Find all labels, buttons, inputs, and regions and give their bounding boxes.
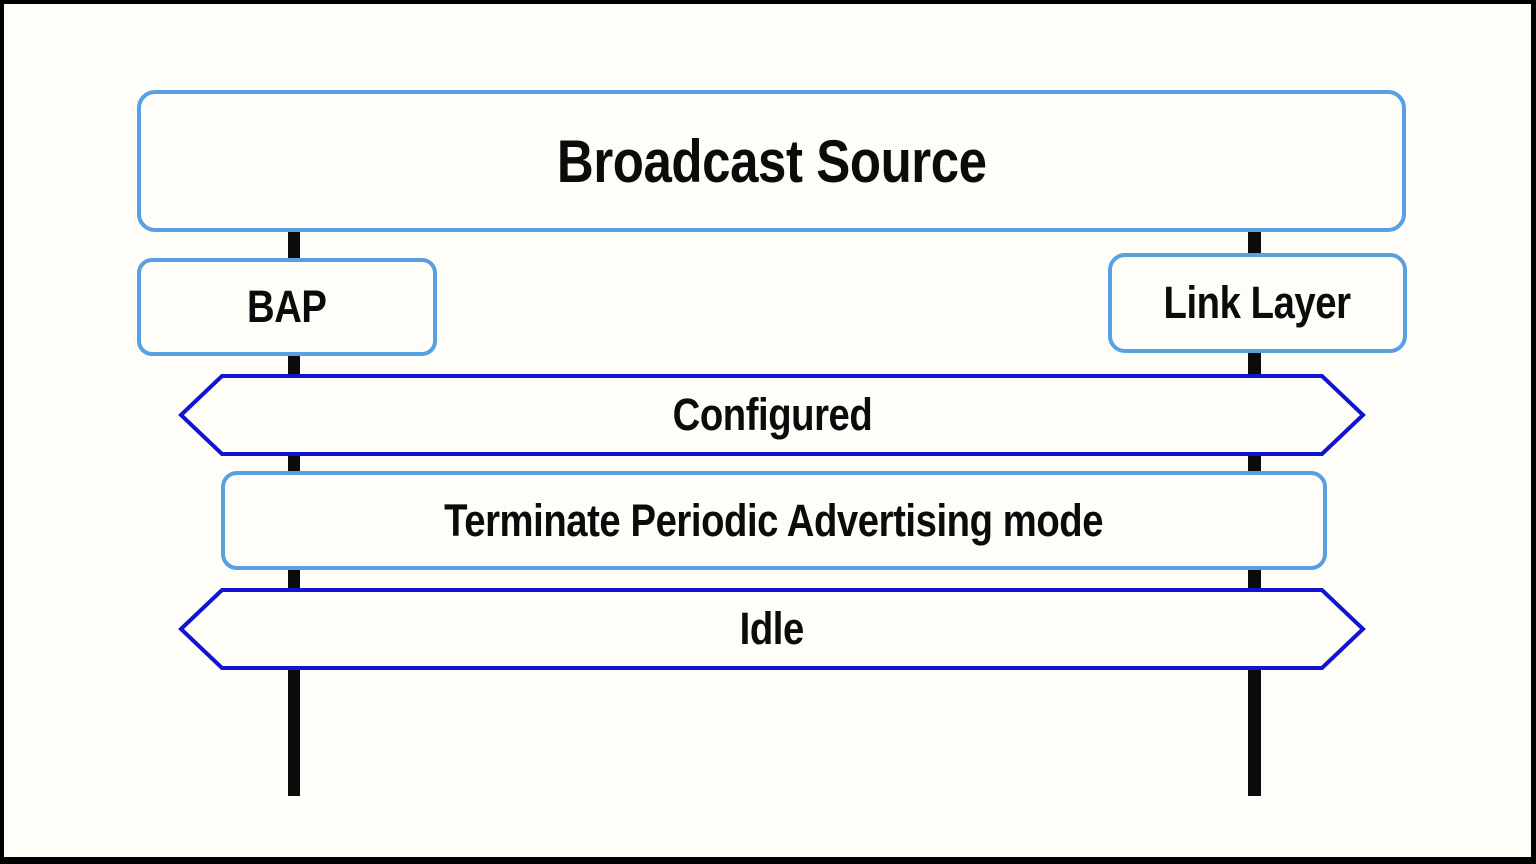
terminate-periodic-advertising-label: Terminate Periodic Advertising mode	[444, 494, 1104, 546]
bap-label: BAP	[247, 281, 327, 332]
link-layer-box: Link Layer	[1108, 253, 1407, 353]
bap-box: BAP	[137, 258, 437, 356]
idle-state-shape	[178, 588, 1366, 670]
hexagon-outline	[178, 374, 1366, 456]
link-layer-label: Link Layer	[1163, 277, 1352, 328]
broadcast-source-label: Broadcast Source	[556, 127, 987, 195]
hexagon-outline	[178, 588, 1366, 670]
configured-state-shape	[178, 374, 1366, 456]
diagram-canvas: Broadcast Source BAP Link Layer Configur…	[4, 4, 1531, 857]
terminate-periodic-advertising-box: Terminate Periodic Advertising mode	[221, 471, 1327, 570]
broadcast-source-box: Broadcast Source	[137, 90, 1406, 232]
